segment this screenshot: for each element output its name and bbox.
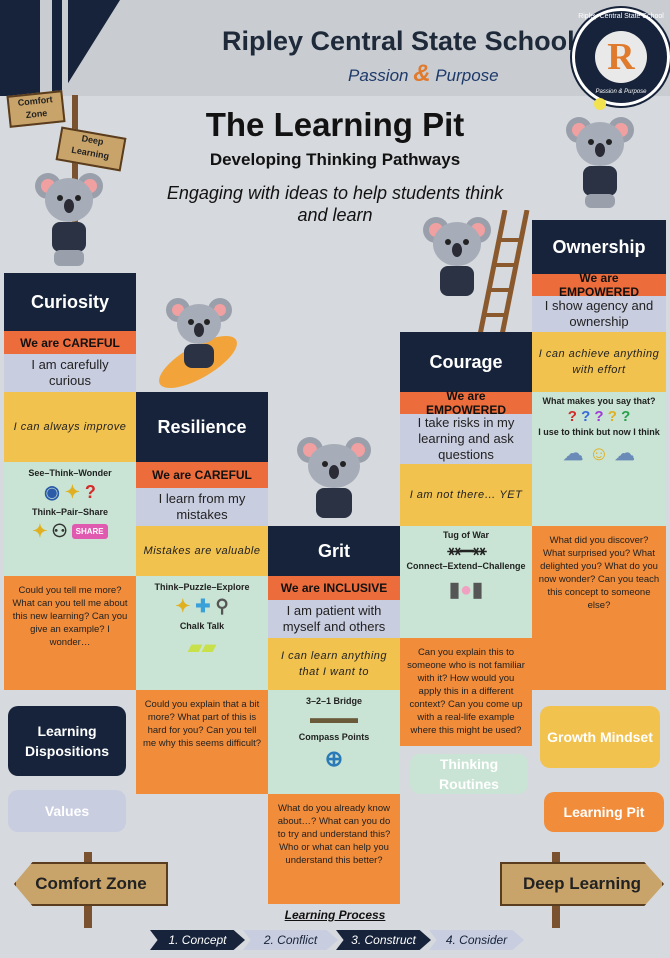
think-pair-share-icons: ✦⚇SHARE xyxy=(32,521,108,542)
lightbulb-icon: ✦ xyxy=(32,521,48,541)
page-subtitle: Developing Thinking Pathways xyxy=(209,150,461,169)
heading-courage: Courage xyxy=(400,332,532,392)
school-tagline: Passion & Purpose xyxy=(348,60,499,87)
koala-mascot-icon xyxy=(423,217,491,296)
value-curiosity: We are CAREFUL xyxy=(4,331,136,354)
eye-icon: ◉ xyxy=(44,482,60,502)
legend-learning-dispositions: Learning Dispositions xyxy=(8,706,126,776)
value-courage: We are EMPOWERED xyxy=(400,389,532,417)
compass-icon: ⊕ xyxy=(324,746,344,771)
disposition-ownership: I show agency and ownership xyxy=(532,296,666,332)
routines-grit: 3–2–1 Bridge ▬▬▬ Compass Points ⊕ xyxy=(268,690,400,794)
page-title: The Learning Pit xyxy=(205,106,465,143)
routine-label: What makes you say that? xyxy=(542,396,656,406)
ladder-icon xyxy=(477,210,530,335)
share-badge: SHARE xyxy=(71,524,108,539)
comfort-zone-sign: Comfort Zone xyxy=(14,862,168,906)
comfort-zone-small-sign: Comfort Zone xyxy=(6,90,66,128)
routine-label: 3–2–1 Bridge xyxy=(305,696,363,706)
questions-curiosity: Could you tell me more? What can you tel… xyxy=(4,576,136,690)
routine-label: Connect–Extend–Challenge xyxy=(406,561,526,571)
heading-curiosity: Curiosity xyxy=(4,273,136,331)
mindset-grit: I can learn anything that I want to xyxy=(268,638,400,690)
process-step-conflict: 2. Conflict xyxy=(243,930,338,950)
deep-learning-sign: Deep Learning xyxy=(500,862,664,906)
logo-text-bottom: Passion & Purpose xyxy=(595,89,647,95)
lightbulb-icon: ✦ xyxy=(175,596,191,616)
routines-curiosity: See–Think–Wonder ◉ ✦ ? Think–Pair–Share … xyxy=(4,462,136,576)
see-think-wonder-icons: ◉ ✦ ? xyxy=(44,482,96,503)
logo-text-top: Ripley Central State School xyxy=(578,13,664,20)
thinking-girl-icon: ☁ ☺ ☁ xyxy=(563,443,635,465)
routine-label: Tug of War xyxy=(443,530,489,540)
mindset-ownership: I can achieve anything with effort xyxy=(532,332,666,392)
questions-ownership: What did you discover? What surprised yo… xyxy=(532,526,666,690)
routines-ownership: What makes you say that? ? ? ? ? ? I use… xyxy=(532,392,666,526)
magnifier-icon: ⚲ xyxy=(215,596,229,616)
heading-ownership: Ownership xyxy=(532,220,666,274)
questions-courage: Can you explain this to someone who is n… xyxy=(400,638,532,746)
legend-growth-mindset: Growth Mindset xyxy=(540,706,660,768)
people-icon: ⚇ xyxy=(51,521,68,541)
puzzle-icon: ✚ xyxy=(195,596,211,616)
disposition-resilience: I learn from my mistakes xyxy=(136,488,268,526)
routine-label: I use to think but now I think xyxy=(538,427,660,437)
disposition-grit: I am patient with myself and others xyxy=(268,600,400,638)
routine-label: Compass Points xyxy=(298,732,370,742)
koala-mascot-icon xyxy=(566,98,634,208)
mindset-curiosity: I can always improve xyxy=(4,392,136,462)
question-marks-icon: ? ? ? ? ? xyxy=(567,408,631,425)
koala-mascot-icon xyxy=(35,173,103,266)
logo-emblem: R xyxy=(595,31,647,83)
legend-learning-pit: Learning Pit xyxy=(544,792,664,832)
disposition-courage: I take risks in my learning and ask ques… xyxy=(400,414,532,464)
learning-process-title: Learning Process xyxy=(284,908,386,922)
value-ownership: We are EMPOWERED xyxy=(532,271,666,299)
value-resilience: We are CAREFUL xyxy=(136,462,268,488)
legend-thinking-routines: Thinking Routines xyxy=(410,754,528,794)
routine-label: See–Think–Wonder xyxy=(28,468,112,478)
question-mark-icon: ? xyxy=(84,482,96,502)
questions-resilience: Could you explain that a bit more? What … xyxy=(136,690,268,794)
brain-dumbbell-icon: ▮●▮ xyxy=(448,579,484,601)
value-grit: We are INCLUSIVE xyxy=(268,576,400,600)
header-stripes-decoration xyxy=(0,0,220,96)
page-intro: Engaging with ideas to help students thi… xyxy=(166,183,504,225)
mindset-courage: I am not there… YET xyxy=(400,464,532,526)
koala-mascot-icon xyxy=(297,437,371,518)
process-step-construct: 3. Construct xyxy=(336,930,431,950)
signpost-pole xyxy=(72,95,78,245)
process-step-consider: 4. Consider xyxy=(429,930,524,950)
routine-label: Think–Pair–Share xyxy=(31,507,109,517)
process-step-concept: 1. Concept xyxy=(150,930,245,950)
chalk-icon: ▰▰ xyxy=(188,637,216,657)
routines-courage: Tug of War ⚹⚹━⚹⚹ Connect–Extend–Challeng… xyxy=(400,526,532,638)
tug-of-war-icon: ⚹⚹━⚹⚹ xyxy=(447,542,487,558)
deep-learning-small-sign: Deep Learning xyxy=(55,126,127,172)
school-name: Ripley Central State School xyxy=(222,26,575,56)
heading-grit: Grit xyxy=(268,526,400,576)
logo-letter: R xyxy=(607,36,635,78)
routine-label: Chalk Talk xyxy=(179,621,225,631)
legend-values: Values xyxy=(8,790,126,832)
mindset-resilience: Mistakes are valuable xyxy=(136,526,268,576)
think-puzzle-explore-icons: ✦ ✚ ⚲ xyxy=(175,596,228,617)
heading-resilience: Resilience xyxy=(136,392,268,462)
school-logo: Ripley Central State School R Passion & … xyxy=(572,8,670,106)
routines-resilience: Think–Puzzle–Explore ✦ ✚ ⚲ Chalk Talk ▰▰ xyxy=(136,576,268,690)
routine-label: Think–Puzzle–Explore xyxy=(154,582,250,592)
disposition-curiosity: I am carefully curious xyxy=(4,354,136,392)
koala-surfboard-icon xyxy=(159,298,237,388)
bridge-icon: ▬▬▬ xyxy=(310,710,358,727)
questions-grit: What do you already know about…? What ca… xyxy=(268,794,400,904)
lightbulb-icon: ✦ xyxy=(64,482,80,502)
